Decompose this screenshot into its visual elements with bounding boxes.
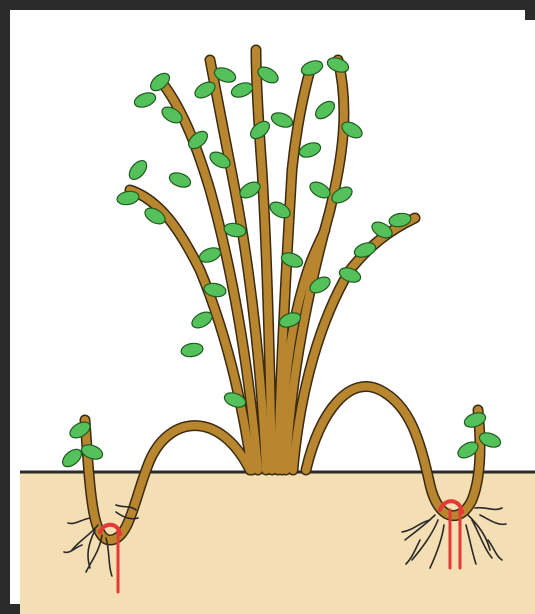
diagram-canvas	[20, 20, 535, 614]
layering-illustration	[20, 20, 535, 614]
soil	[20, 472, 535, 614]
